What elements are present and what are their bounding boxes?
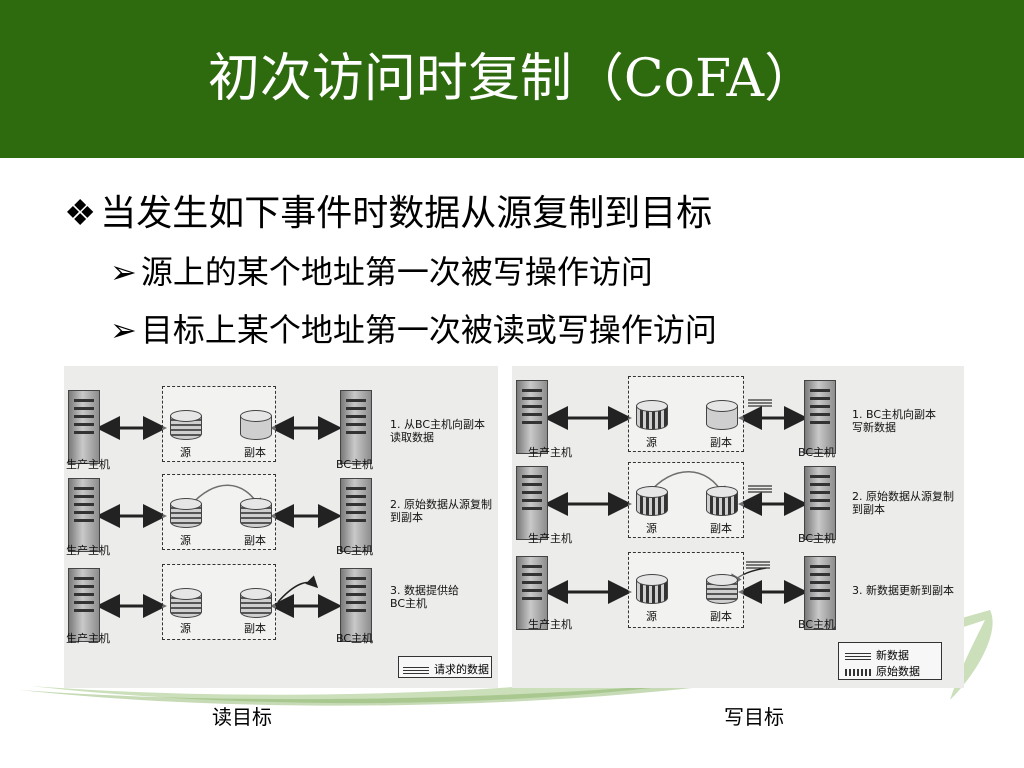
replica-volume-icon — [706, 486, 738, 520]
bullet-main-text: 当发生如下事件时数据从源复制到目标 — [100, 193, 713, 234]
production-host-label: 生产主机 — [66, 544, 110, 557]
source-label: 源 — [646, 522, 657, 535]
source-volume-icon — [636, 400, 668, 434]
bc-host-label: BC主机 — [336, 632, 374, 645]
legend-row-new: 新数据 — [845, 647, 909, 663]
production-server-icon — [516, 466, 548, 540]
bc-server-icon — [340, 390, 372, 464]
requested-data-swatch — [403, 666, 429, 674]
replica-volume-icon — [240, 498, 272, 532]
read-target-diagram: 生产主机 源 副本 BC主机 1. 从BC主机向副本 读取数据 生产主机 源 副… — [64, 366, 498, 688]
step-2-label: 2. 原始数据从源复制 到副本 — [852, 490, 954, 516]
new-data-swatch — [845, 652, 871, 660]
source-label: 源 — [180, 622, 191, 635]
source-label: 源 — [180, 446, 191, 459]
step-3-label: 3. 新数据更新到副本 — [852, 584, 954, 597]
step-1-label: 1. BC主机向副本 写新数据 — [852, 408, 937, 434]
arrow-bullet-icon: ➢ — [110, 253, 137, 291]
production-server-icon — [516, 380, 548, 454]
source-volume-icon — [170, 410, 202, 444]
bc-server-icon — [804, 466, 836, 540]
production-host-label: 生产主机 — [66, 458, 110, 471]
write-legend: 新数据 原始数据 — [838, 642, 942, 680]
bullet-sub-2-text: 目标上某个地址第一次被读或写操作访问 — [140, 311, 717, 349]
legend-row-original: 原始数据 — [845, 663, 920, 679]
diagram-arrows — [544, 399, 808, 604]
step-2-label: 2. 原始数据从源复制 到副本 — [390, 498, 492, 524]
arrow-bullet-icon: ➢ — [110, 311, 137, 349]
caption-read-target: 读目标 — [212, 705, 272, 729]
source-volume-icon — [636, 574, 668, 608]
source-volume-icon — [170, 588, 202, 622]
production-host-label: 生产主机 — [528, 532, 572, 545]
replica-volume-icon — [240, 410, 272, 444]
legend-original-label: 原始数据 — [876, 665, 920, 678]
legend-requested-label: 请求的数据 — [434, 663, 489, 676]
caption-write-target: 写目标 — [724, 705, 784, 729]
legend-row-requested: 请求的数据 — [403, 661, 489, 677]
title-bar — [0, 0, 1024, 158]
step-1-label: 1. 从BC主机向副本 读取数据 — [390, 418, 486, 444]
bullet-sub-2: ➢目标上某个地址第一次被读或写操作访问 — [110, 310, 717, 350]
production-server-icon — [68, 390, 100, 464]
replica-label: 副本 — [710, 522, 732, 535]
step-3-label: 3. 数据提供给 BC主机 — [390, 584, 459, 610]
source-label: 源 — [646, 610, 657, 623]
replica-volume-icon — [240, 588, 272, 622]
replica-volume-icon — [706, 574, 738, 608]
source-label: 源 — [180, 534, 191, 547]
bc-server-icon — [804, 380, 836, 454]
production-server-icon — [68, 478, 100, 552]
replica-label: 副本 — [244, 446, 266, 459]
production-host-label: 生产主机 — [66, 632, 110, 645]
diamond-bullet-icon: ❖ — [64, 193, 97, 234]
bc-server-icon — [340, 478, 372, 552]
replica-label: 副本 — [710, 610, 732, 623]
production-host-label: 生产主机 — [528, 446, 572, 459]
source-label: 源 — [646, 436, 657, 449]
production-host-label: 生产主机 — [528, 618, 572, 631]
replica-label: 副本 — [710, 436, 732, 449]
replica-volume-icon — [706, 400, 738, 434]
source-volume-icon — [170, 498, 202, 532]
bc-host-label: BC主机 — [336, 458, 374, 471]
bullet-sub-1-text: 源上的某个地址第一次被写操作访问 — [140, 253, 653, 291]
bc-host-label: BC主机 — [336, 544, 374, 557]
replica-label: 副本 — [244, 534, 266, 547]
write-target-diagram: 生产主机 源 副本 BC主机 1. BC主机向副本 写新数据 生产主机 源 副本… — [512, 366, 964, 688]
bc-server-icon — [804, 556, 836, 630]
bc-host-label: BC主机 — [798, 532, 836, 545]
bullet-sub-1: ➢源上的某个地址第一次被写操作访问 — [110, 252, 653, 292]
read-legend: 请求的数据 — [398, 656, 492, 678]
diagram-arrows — [96, 416, 342, 618]
replica-label: 副本 — [244, 622, 266, 635]
bc-server-icon — [340, 568, 372, 642]
bc-host-label: BC主机 — [798, 618, 836, 631]
original-data-swatch — [845, 668, 871, 676]
slide-title: 初次访问时复制（CoFA） — [207, 49, 817, 109]
legend-new-label: 新数据 — [876, 649, 909, 662]
bullet-main: ❖当发生如下事件时数据从源复制到目标 — [64, 192, 712, 236]
source-volume-icon — [636, 486, 668, 520]
production-server-icon — [68, 568, 100, 642]
production-server-icon — [516, 556, 548, 630]
bc-host-label: BC主机 — [798, 446, 836, 459]
